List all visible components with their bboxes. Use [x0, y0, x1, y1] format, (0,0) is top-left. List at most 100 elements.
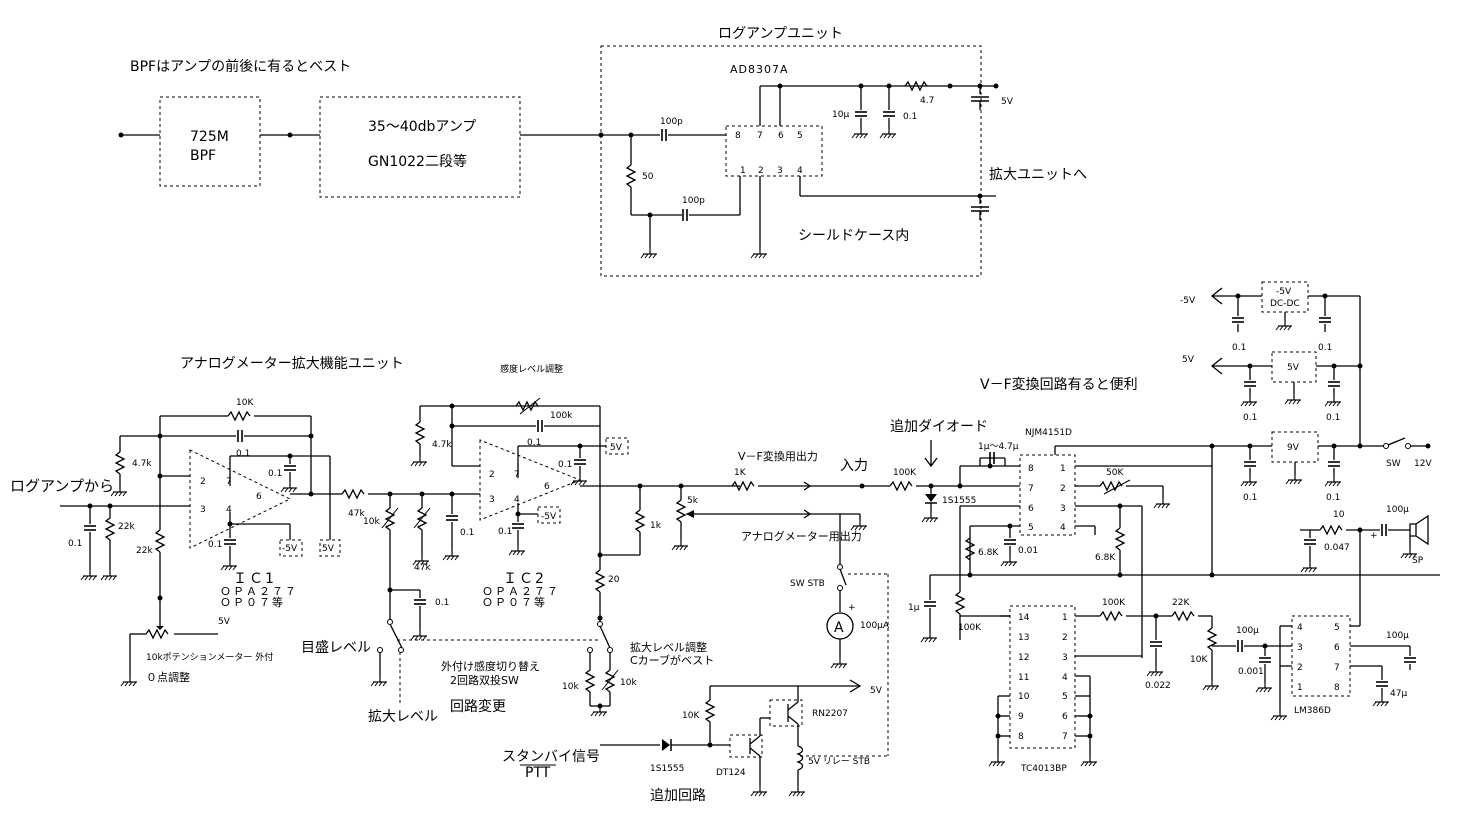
reg5v-label: 5V — [1287, 363, 1300, 373]
res-50-label: 50 — [642, 172, 654, 182]
speaker-label: SP — [1412, 556, 1424, 566]
cap-01-o-label: 0.1 — [1326, 493, 1340, 503]
dcdc-label-2: DC-DC — [1270, 299, 1300, 309]
res-1k-a-label: 1k — [650, 521, 662, 531]
ic1-name: ＩＣ1 — [233, 571, 276, 587]
ic2-pin2: 2 — [489, 470, 495, 480]
ext-switch-label-2: 2回路双投SW — [450, 673, 519, 687]
bpf-note: BPFはアンプの前後に有るとベスト — [130, 58, 351, 75]
ic1-pin4: 4 — [226, 505, 232, 515]
cap-47u-label: 47μ — [1390, 689, 1407, 699]
reg9v-label: 9V — [1287, 443, 1300, 453]
rn2207-label: RN2207 — [812, 709, 848, 719]
res-5k-label: 5k — [687, 496, 699, 506]
tc-pin5: 5 — [1062, 692, 1068, 702]
pot-5v-label: 5V — [218, 617, 231, 627]
ad-pin2: 2 — [758, 166, 764, 176]
tc-pin10: 10 — [1018, 692, 1030, 702]
tc-pin2: 2 — [1062, 633, 1068, 643]
power-switch — [1383, 443, 1389, 449]
cap-1u47-label: 1μ～4.7μ — [978, 442, 1019, 452]
njm-pin1: 1 — [1060, 464, 1066, 474]
sens-adj-label: 感度レベル調整 — [500, 363, 563, 375]
res-10k-top-label: 10K — [236, 398, 254, 408]
m5v-out-label: -5V — [1180, 296, 1196, 306]
tc4013-ic — [1009, 605, 1076, 749]
ic2-opamp — [479, 439, 582, 521]
ic1-part2: ＯＰ０７等 — [220, 595, 285, 609]
lm386-ic — [1291, 615, 1351, 697]
tc-pin8: 8 — [1018, 732, 1024, 742]
ic2-pin3: 3 — [489, 495, 495, 505]
ic2-part1: ＯＰＡ２７７ — [482, 585, 560, 598]
res-22k-a-label: 22k — [118, 522, 135, 532]
cap-01-m-label: 0.1 — [1326, 413, 1340, 423]
amp-block-label-2: GN1022二段等 — [368, 153, 467, 170]
ic1-pin2: 2 — [200, 477, 206, 487]
from-log-amp-label: ログアンプから — [10, 477, 114, 495]
ad-pin3: 3 — [777, 166, 783, 176]
cap-01-g-label: 0.1 — [558, 460, 572, 470]
lm-pin3: 3 — [1297, 643, 1303, 653]
cap-01-n-label: 0.1 — [1243, 493, 1257, 503]
res-47k-d-label: 4.7k — [432, 440, 452, 450]
dcdc-label-1: -5V — [1276, 287, 1292, 297]
cap-100p-2-label: 100p — [682, 196, 705, 206]
tc-pin9: 9 — [1018, 712, 1024, 722]
bpf-block — [159, 96, 261, 187]
sw-stb-label: SW STB — [790, 579, 825, 589]
relay-5v-label: 5V — [870, 686, 883, 696]
njm4151-label: NJM4151D — [1025, 428, 1072, 438]
ic2-part2: ＯＰ０７等 — [482, 595, 547, 609]
res-20-label: 20 — [608, 575, 620, 585]
cap-01-h-label: 0.1 — [498, 527, 512, 537]
ic1-pin3: 3 — [200, 505, 206, 515]
cap-100u-b-label: 100μ — [1386, 631, 1409, 641]
ad-pin5: 5 — [797, 131, 803, 141]
tc-pin11: 11 — [1018, 673, 1029, 683]
cap-01-j-label: 0.1 — [1232, 343, 1246, 353]
speaker-icon — [1409, 514, 1429, 546]
lm-pin4: 4 — [1297, 623, 1303, 633]
v5-out-label: 5V — [1182, 355, 1195, 365]
res-1k-b-label: 1K — [734, 468, 747, 478]
cap-1u-label: 1μ — [908, 603, 920, 613]
switch-label: SW — [1386, 459, 1401, 469]
ic2-pin4: 4 — [514, 495, 520, 505]
lm-pin6: 6 — [1334, 643, 1340, 653]
cap-001-a-label: 0.01 — [1018, 546, 1038, 556]
res-10-label: 10 — [1333, 510, 1345, 520]
cap-10u-label: 10μ — [832, 110, 849, 120]
scale-level-label: 目盛レベル — [301, 640, 371, 656]
ad8307-ic — [725, 125, 823, 177]
res-100k-b-label: 100K — [893, 468, 917, 478]
cap-01-top-label: 0.1 — [903, 112, 917, 122]
res-47k-b-label: 47k — [348, 509, 365, 519]
bpf-block-label-1: 725M — [190, 129, 229, 145]
amp-block — [319, 96, 521, 198]
exp-adj-label-2: Cカーブがベスト — [630, 653, 714, 667]
dt124-label: DT124 — [716, 768, 746, 778]
ic2-pin6: 6 — [544, 482, 550, 492]
tc-pin1: 1 — [1062, 613, 1068, 623]
cap-01-l-label: 0.1 — [1243, 413, 1257, 423]
cap-01-i-label: 0.1 — [435, 598, 449, 608]
res-10k-e-label: 10K — [682, 711, 700, 721]
cap-01-b-label: 0.1 — [236, 449, 250, 459]
add-circuit-label: 追加回路 — [650, 788, 706, 804]
ic1-pin7: 7 — [226, 477, 232, 487]
vf-note-label: V－F変換回路有ると便利 — [980, 376, 1138, 393]
ad-pin8: 8 — [735, 131, 741, 141]
lm-pin1: 1 — [1297, 683, 1303, 693]
res-47-label: 4.7 — [920, 96, 934, 106]
dt124-transistor — [729, 734, 763, 758]
diode-a-label: 1S1555 — [942, 496, 976, 506]
analog-unit-title: アナログメーター拡大機能ユニット — [180, 356, 404, 372]
vf-out-label: V－F変換用出力 — [738, 449, 818, 463]
cap-0001-label: 0.001 — [1238, 667, 1264, 677]
input-label: 入力 — [840, 458, 868, 474]
shield-case-label: シールドケース内 — [798, 228, 909, 244]
tc-pin12: 12 — [1018, 653, 1029, 663]
res-10k-f-label: 10K — [1190, 655, 1208, 665]
